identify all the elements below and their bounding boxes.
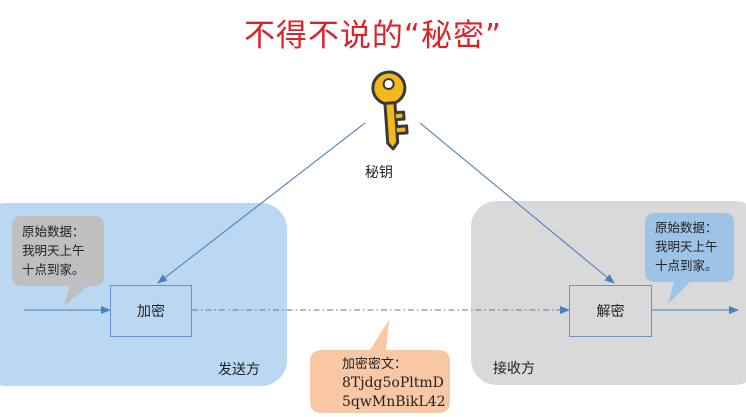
receiver-label: 接收方 (493, 361, 535, 377)
sender-message-bubble: 原始数据： 我明天上午 十点到家。 (22, 222, 85, 279)
receiver-message-line: 我明天上午 (655, 239, 718, 254)
receiver-message-title: 原始数据： (655, 220, 718, 235)
ciphertext-bubble-shape (310, 320, 450, 413)
page-title: 不得不说的“秘密” (243, 18, 503, 54)
sender-message-bubble-shape (12, 216, 104, 306)
ciphertext-bubble: 加密密文： 8Tjdg5oPltmD 5qwMnBikL42 (342, 355, 446, 412)
ciphertext-title: 加密密文： (342, 357, 408, 372)
encrypt-box: 加密 (110, 285, 192, 337)
key-label: 秘钥 (365, 165, 393, 181)
encrypt-box-label: 加密 (137, 304, 165, 320)
decrypt-box-label: 解密 (596, 304, 625, 320)
receiver-message-bubble-shape (645, 213, 734, 304)
sender-message-title: 原始数据： (22, 224, 85, 239)
receiver-message-line: 十点到家。 (655, 258, 718, 273)
ciphertext-line: 5qwMnBikL42 (342, 394, 446, 410)
receiver-message-bubble: 原始数据： 我明天上午 十点到家。 (655, 218, 718, 275)
key-icon (371, 70, 409, 151)
sender-message-line: 十点到家。 (22, 262, 85, 277)
ciphertext-line: 8Tjdg5oPltmD (342, 375, 444, 391)
key-to-decrypt-arrow (419, 122, 615, 284)
sender-message-line: 我明天上午 (22, 243, 85, 258)
key-to-encrypt-arrow (157, 122, 366, 284)
decrypt-box: 解密 (569, 285, 652, 337)
sender-label: 发送方 (218, 362, 260, 378)
